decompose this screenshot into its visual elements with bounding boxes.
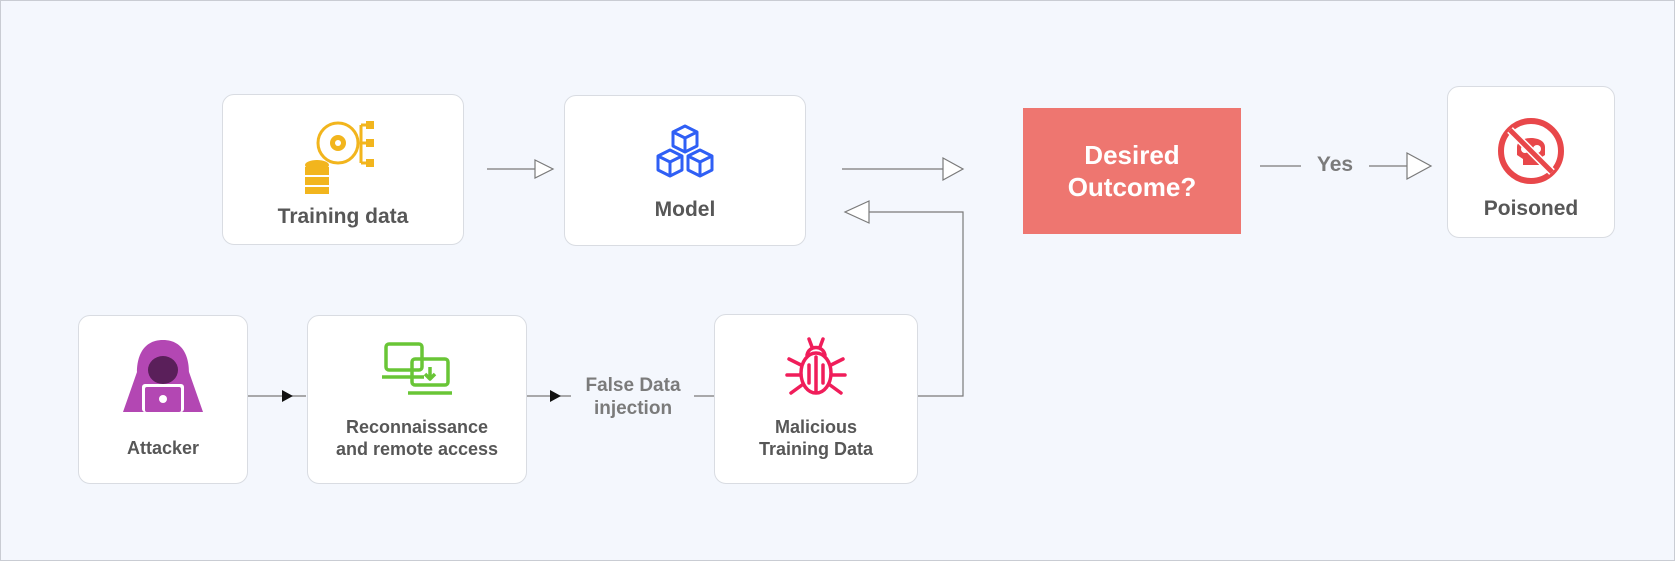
- data-gear-network-icon: [305, 121, 374, 194]
- cubes-icon: [656, 124, 714, 178]
- node-label: Reconnaissance and remote access: [335, 417, 499, 459]
- edge-label-false-data-injection: False Data injection: [573, 374, 693, 420]
- node-attacker: Attacker: [78, 315, 248, 484]
- node-model: Model: [564, 95, 806, 246]
- node-label: Training data: [277, 205, 409, 228]
- node-training-data: Training data: [222, 94, 464, 245]
- hooded-hacker-icon: [123, 340, 203, 412]
- bug-icon: [785, 337, 847, 395]
- arrowhead-hollow: [843, 200, 870, 224]
- remote-computers-icon: [382, 342, 452, 395]
- node-poisoned: Poisoned: [1447, 86, 1615, 238]
- node-label: Malicious Training Data: [758, 417, 874, 459]
- poison-skull-prohibited-icon: [1498, 118, 1564, 184]
- node-malicious: Malicious Training Data: [714, 314, 918, 484]
- arrowhead-hollow: [534, 159, 555, 179]
- node-label: Model: [654, 198, 716, 221]
- arrowhead-hollow: [942, 156, 965, 182]
- arrowhead-filled: [550, 390, 561, 402]
- node-label: Attacker: [126, 438, 200, 458]
- node-recon: Reconnaissance and remote access: [307, 315, 527, 484]
- arrowhead-hollow: [1406, 151, 1433, 181]
- edge-label-yes: Yes: [1305, 153, 1365, 177]
- node-label: Poisoned: [1483, 197, 1579, 220]
- edge-malicious-to-model: [869, 211, 964, 397]
- decision-desired-outcome: Desired Outcome?: [1023, 108, 1241, 234]
- decision-label: Desired Outcome?: [1067, 140, 1197, 202]
- arrowhead-filled: [282, 390, 293, 402]
